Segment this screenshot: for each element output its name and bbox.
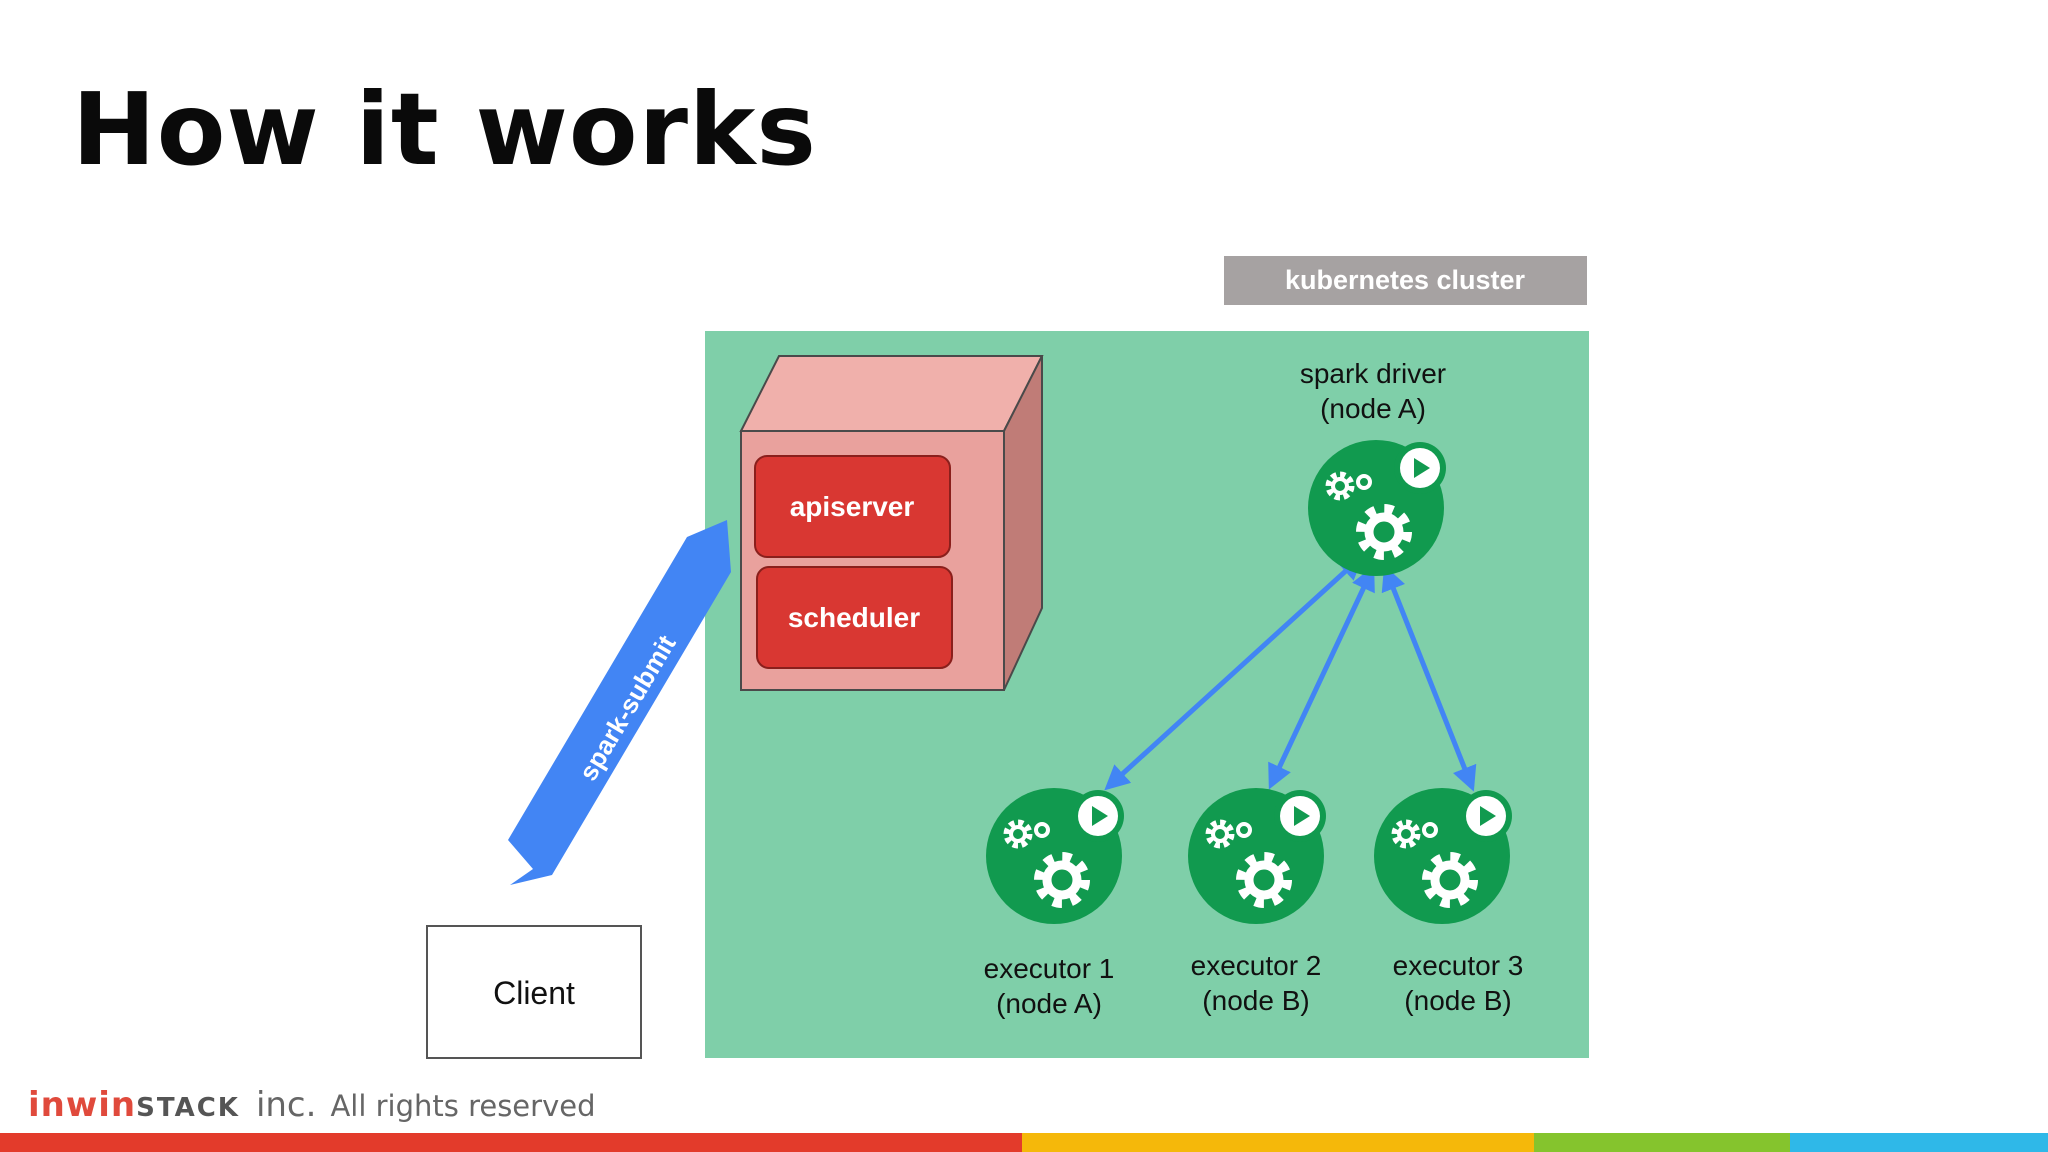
footer-bar-blue — [1790, 1133, 2048, 1152]
executor3-label-line2: (node B) — [1404, 985, 1511, 1016]
apiserver-component — [754, 455, 951, 558]
footer-bar-green — [1534, 1133, 1790, 1152]
driver-label-line1: spark driver — [1300, 358, 1446, 389]
company-logo: inwinSTACK — [28, 1085, 240, 1125]
footer-bar-yellow — [1022, 1133, 1534, 1152]
executor2-label-line2: (node B) — [1202, 985, 1309, 1016]
executor1-label-line1: executor 1 — [984, 953, 1115, 984]
driver-label-line2: (node A) — [1320, 393, 1426, 424]
driver-executor3-arrow — [1381, 565, 1477, 792]
footer-bar-red — [0, 1133, 1022, 1152]
client-label: Client — [493, 975, 575, 1011]
copyright-text: All rights reserved — [330, 1089, 596, 1123]
footer-brand: inwinSTACK inc. All rights reserved — [28, 1085, 596, 1125]
logo-inc-text: inc. — [255, 1085, 317, 1125]
cluster-label-badge — [1224, 256, 1587, 305]
cluster-label: kubernetes cluster — [1285, 265, 1526, 295]
footer-color-bar — [0, 1133, 2048, 1152]
scheduler-component — [756, 566, 953, 669]
client-box — [426, 925, 642, 1059]
logo-inwin-text: inwin — [28, 1085, 137, 1125]
executor1-label-line2: (node A) — [996, 988, 1102, 1019]
driver-executor2-arrow — [1268, 565, 1375, 790]
scheduler-label: scheduler — [788, 602, 920, 633]
executor3-label-line1: executor 3 — [1393, 950, 1524, 981]
apiserver-label: apiserver — [790, 491, 915, 522]
logo-stack-text: STACK — [136, 1093, 240, 1123]
spark-submit-arrow — [508, 520, 731, 885]
executor2-label-line1: executor 2 — [1191, 950, 1322, 981]
slide-title: How it works — [72, 71, 817, 188]
